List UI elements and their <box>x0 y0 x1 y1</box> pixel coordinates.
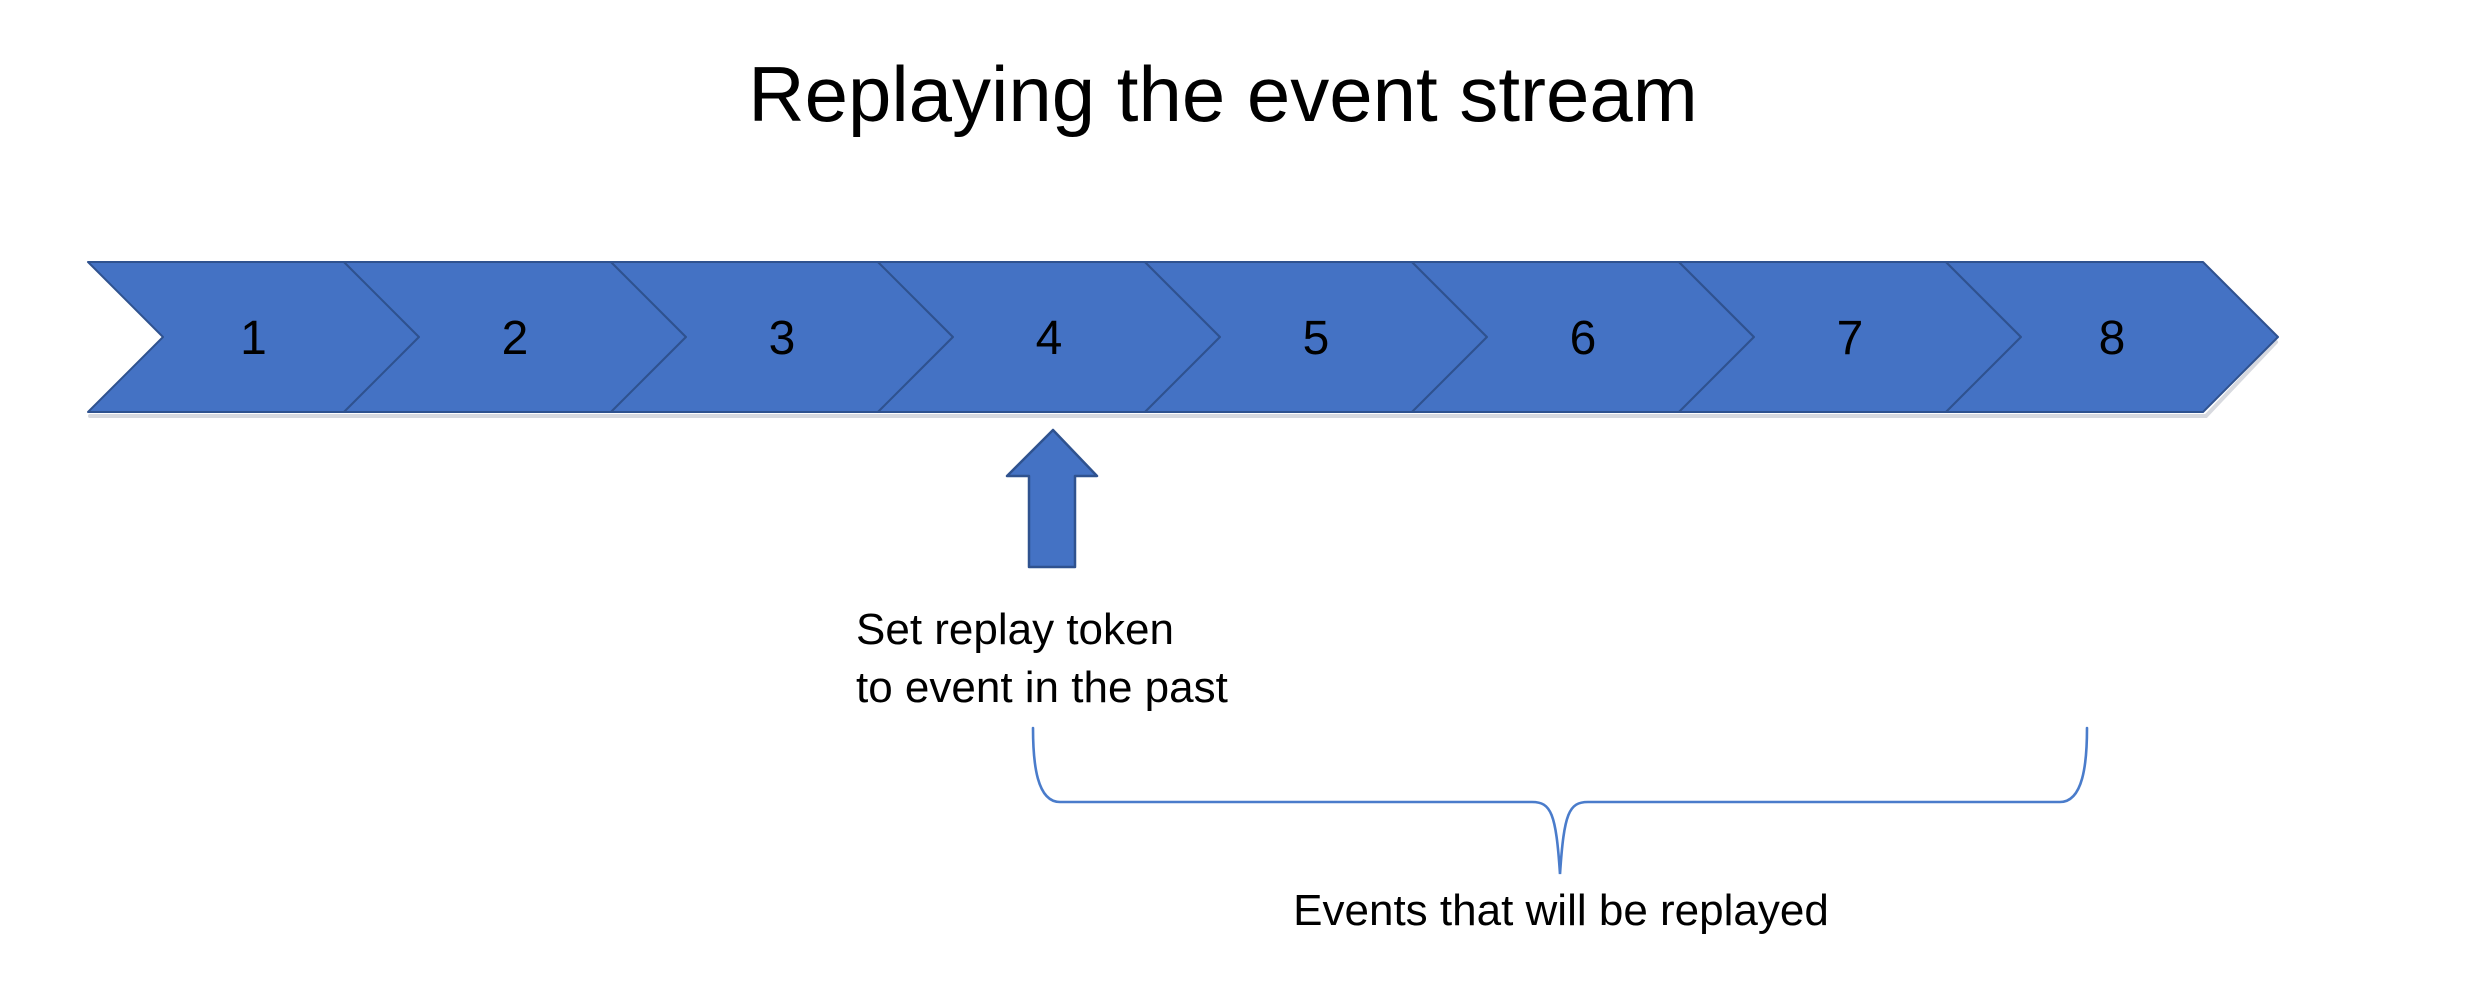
chevron-band-shadow <box>88 340 2278 418</box>
event-number: 6 <box>1570 312 1597 365</box>
replay-range-label: Events that will be replayed <box>1293 886 1829 935</box>
range-brace <box>1031 726 2089 875</box>
event-number: 8 <box>2099 312 2126 365</box>
event-number: 1 <box>240 312 267 365</box>
event-number: 4 <box>1036 312 1063 365</box>
chevron-band: 1 2 3 4 5 6 7 8 <box>87 261 2279 413</box>
chevron-segment-8 <box>1945 261 2279 413</box>
replay-token-label-line2: to event in the past <box>856 663 1228 712</box>
event-number: 7 <box>1837 312 1864 365</box>
replay-token-label: Set replay token to event in the past <box>856 601 1228 717</box>
diagram-title: Replaying the event stream <box>748 50 1698 138</box>
replay-token-label-line1: Set replay token <box>856 605 1174 654</box>
event-number: 3 <box>769 312 796 365</box>
event-number: 2 <box>502 312 529 365</box>
up-arrow-icon <box>1005 428 1099 569</box>
event-number: 5 <box>1303 312 1330 365</box>
